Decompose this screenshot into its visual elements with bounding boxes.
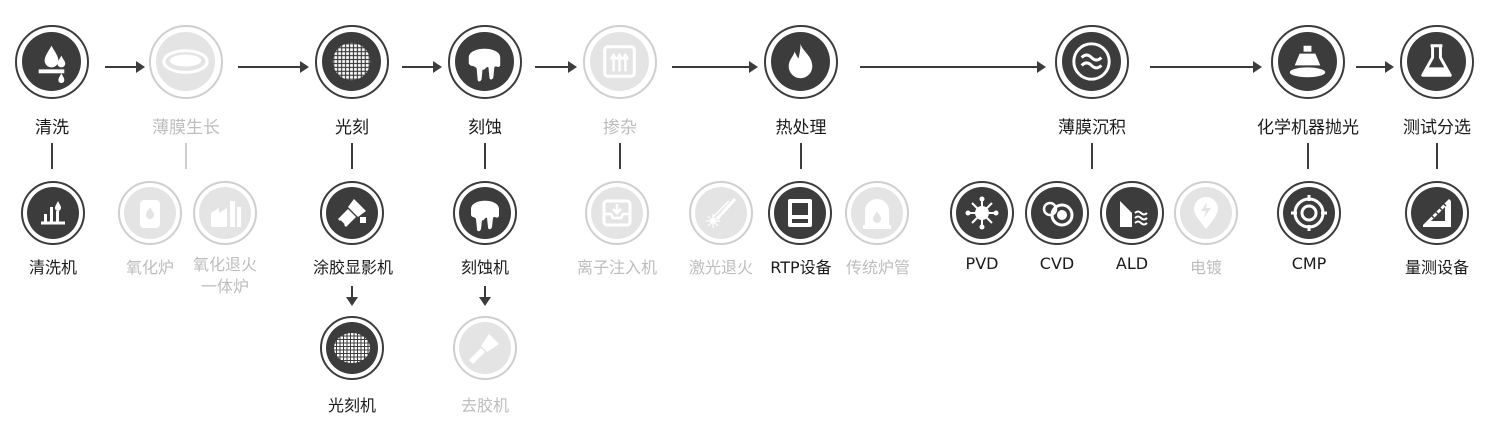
step-label: 薄膜沉积 <box>1058 118 1126 138</box>
monitor-icon <box>788 199 812 227</box>
equip-label: 传统炉管 <box>845 258 911 277</box>
step-label: 化学机器抛光 <box>1257 118 1359 138</box>
flow-arrow <box>402 61 442 73</box>
connector-line <box>800 143 802 169</box>
equip-label: 氧化炉 <box>125 258 175 277</box>
equip-label-line1: 氧化退火 <box>192 255 258 274</box>
step-label: 掺杂 <box>603 118 637 138</box>
flow-arrow <box>672 61 758 73</box>
connector-line <box>1091 143 1093 169</box>
flow-arrow <box>238 61 309 73</box>
equip-label: 离子注入机 <box>576 258 658 277</box>
paint-brush-icon <box>338 199 366 227</box>
equip-label: PVD <box>965 254 999 273</box>
location-bolt-icon <box>1194 197 1218 229</box>
step-label: 薄膜生长 <box>152 118 220 138</box>
bar-chart-icon <box>41 201 65 225</box>
equip-label: 激光退火 <box>688 258 754 277</box>
wafer-ring-icon <box>162 49 209 74</box>
inbox-download-icon <box>602 199 632 227</box>
flow-arrow <box>105 61 145 73</box>
equip-label: 电镀 <box>1189 258 1223 277</box>
down-arrow <box>346 286 358 306</box>
bubbles-icon <box>1042 201 1074 227</box>
drip-blob-icon <box>468 48 501 82</box>
equip-label: 涂胶显影机 <box>312 258 394 277</box>
drip-blob-icon <box>471 200 499 232</box>
connector-line <box>185 143 187 169</box>
equip-label-line2: 一体炉 <box>200 277 250 296</box>
waves-icon <box>1072 42 1111 81</box>
step-label: 刻蚀 <box>468 118 502 138</box>
equip-label: 去胶机 <box>460 396 510 415</box>
equip-label: 刻蚀机 <box>460 258 510 277</box>
connector-line <box>1436 143 1438 169</box>
flow-arrow <box>860 61 1046 73</box>
flask-icon <box>1421 44 1452 77</box>
layers-wave-icon <box>1120 201 1148 227</box>
scraper-icon <box>469 334 499 364</box>
wafer-grid-icon <box>334 333 370 363</box>
equip-label: 光刻机 <box>327 396 377 415</box>
step-label: 光刻 <box>335 118 369 138</box>
factory-icon <box>211 201 241 227</box>
flame-icon <box>788 43 813 79</box>
step-label: 热处理 <box>775 118 827 138</box>
equip-label: ALD <box>1115 254 1149 273</box>
connector-line <box>619 143 621 169</box>
equip-label: 氧化退火 一体炉 <box>193 254 257 298</box>
connector-line <box>351 143 353 169</box>
target-icon <box>1291 195 1327 231</box>
step-label: 测试分选 <box>1403 118 1471 138</box>
connector-line <box>51 143 53 169</box>
virus-icon <box>965 196 999 230</box>
water-drops-icon <box>38 45 66 84</box>
wafer-grid-icon <box>332 42 371 81</box>
connector-line <box>484 143 486 169</box>
ruler-icon <box>1423 199 1451 227</box>
flow-arrow <box>535 61 577 73</box>
flow-arrow <box>1150 61 1262 73</box>
step-label: 清洗 <box>35 118 69 138</box>
equip-label: RTP设备 <box>770 258 832 277</box>
polish-pad-icon <box>1289 45 1326 78</box>
connector-line <box>1307 143 1309 169</box>
furnace-icon <box>140 200 160 228</box>
doping-arrows-icon <box>603 45 636 78</box>
laser-icon <box>706 197 737 228</box>
down-arrow <box>479 286 491 306</box>
equip-label: 清洗机 <box>28 258 78 277</box>
equip-label: CVD <box>1039 254 1075 273</box>
equip-label: 量测设备 <box>1404 258 1470 277</box>
equip-label: CMP <box>1291 254 1327 273</box>
flow-arrow <box>1356 61 1394 73</box>
arch-furnace-icon <box>863 199 891 229</box>
